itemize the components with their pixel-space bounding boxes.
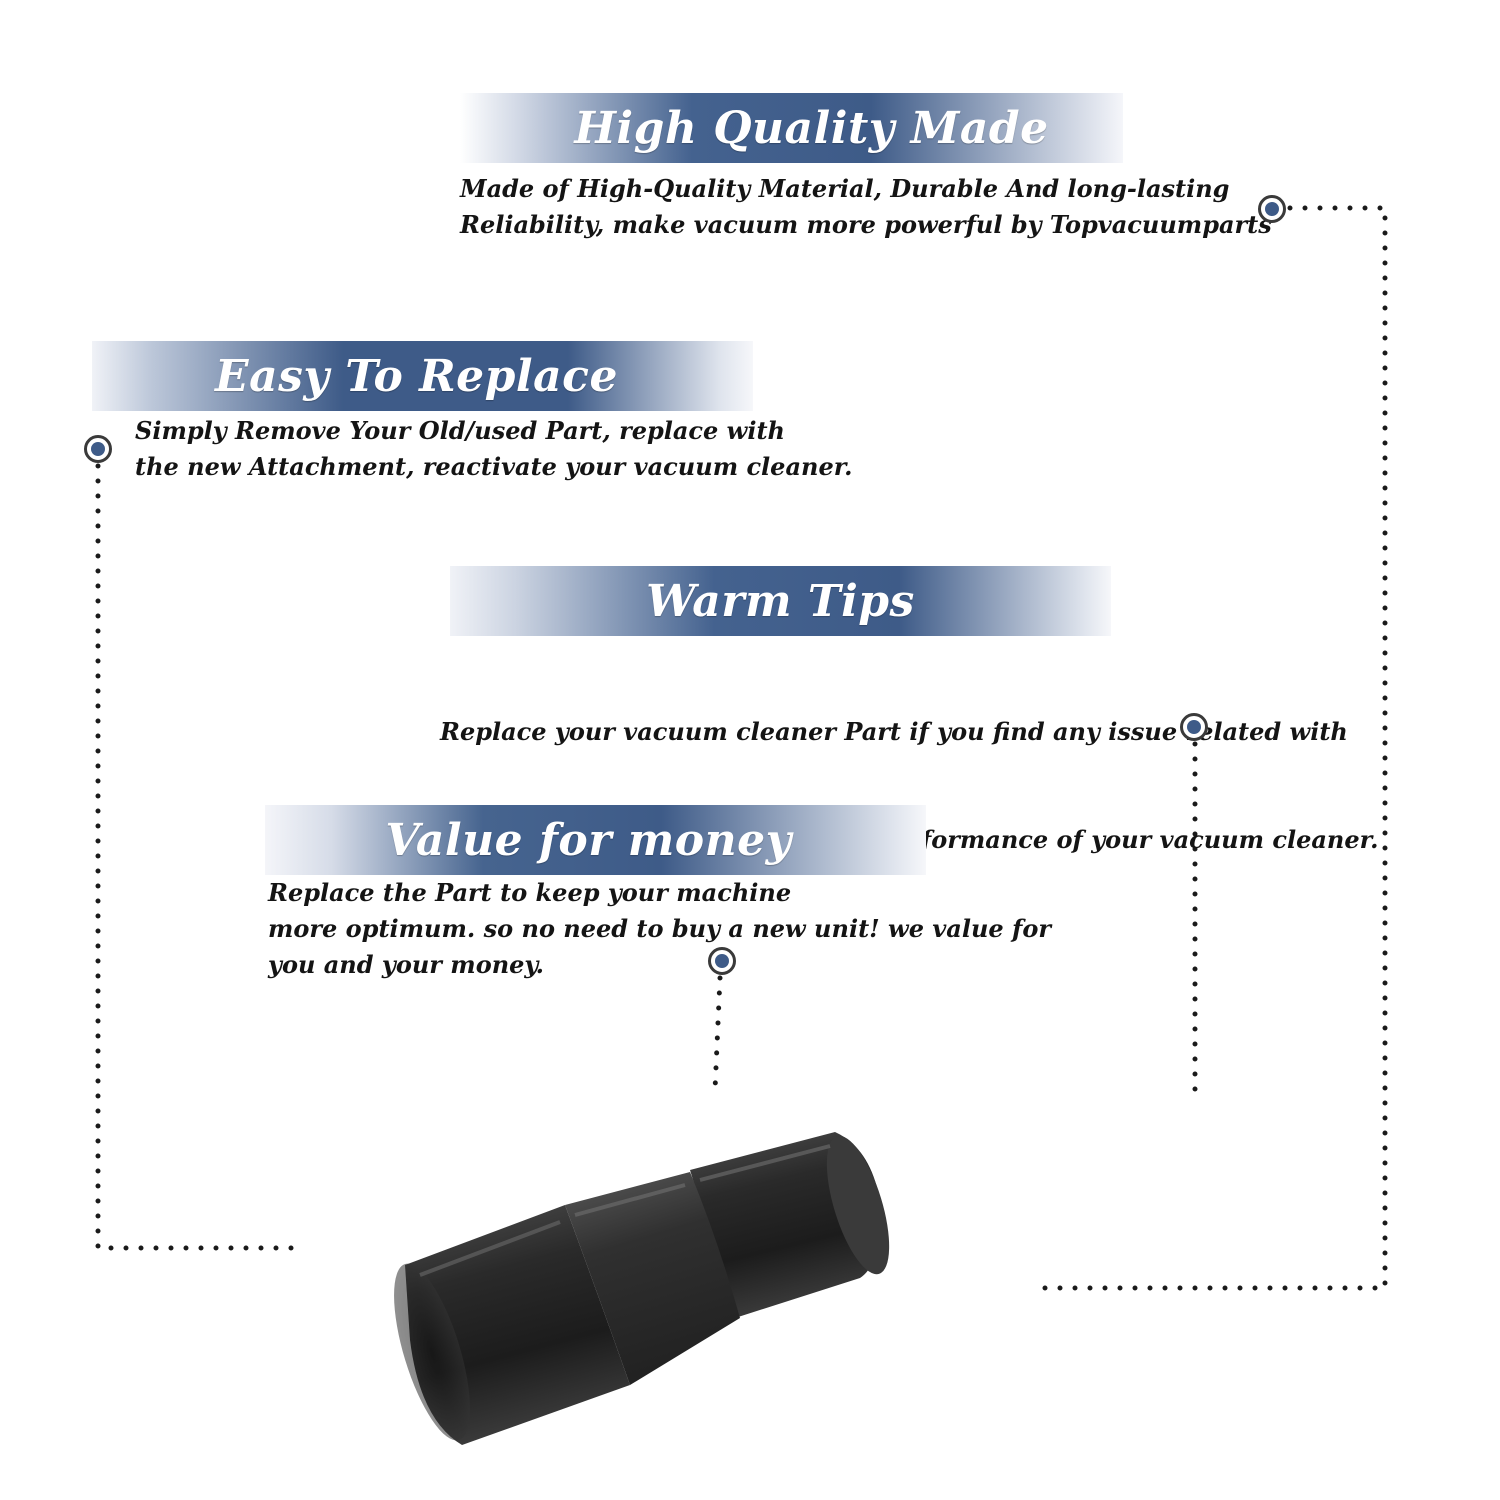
banner-high-quality-made: High Quality Made: [460, 93, 1123, 163]
banner-easy-to-replace: Easy To Replace: [92, 341, 753, 411]
banner-value-for-money: Value for money: [265, 805, 926, 875]
marker-easy-replace: [84, 435, 112, 463]
banner-title: Value for money: [385, 814, 792, 866]
marker-warm-tips: [1180, 713, 1208, 741]
description-line: Simply Remove Your Old/used Part, replac…: [135, 416, 785, 445]
description-line: Made of High-Quality Material, Durable A…: [460, 174, 1230, 203]
banner-title: Easy To Replace: [215, 350, 618, 402]
banner-title: Warm Tips: [646, 575, 915, 627]
connector-high-quality: [1032, 205, 1388, 1291]
description-line: Replace the Part to keep your machine: [268, 878, 792, 907]
marker-high-quality: [1258, 195, 1286, 223]
description-high-quality: Made of High-Quality Material, Durable A…: [460, 171, 1272, 243]
hose-adapter-icon: [394, 1132, 890, 1445]
description-line: the new Attachment, reactivate your vacu…: [135, 452, 853, 481]
description-line: more optimum. so no need to buy a new un…: [268, 914, 1051, 943]
marker-value: [708, 947, 736, 975]
banner-title: High Quality Made: [574, 102, 1049, 154]
description-line: you and your money.: [268, 950, 544, 979]
description-value: Replace the Part to keep your machine mo…: [268, 875, 1051, 983]
description-easy-replace: Simply Remove Your Old/used Part, replac…: [135, 413, 853, 485]
description-line: Reliability, make vacuum more powerful b…: [460, 210, 1272, 239]
connector-easy-replace: [95, 463, 295, 1251]
banner-warm-tips: Warm Tips: [450, 566, 1111, 636]
description-line: Replace your vacuum cleaner Part if you …: [440, 717, 1348, 746]
